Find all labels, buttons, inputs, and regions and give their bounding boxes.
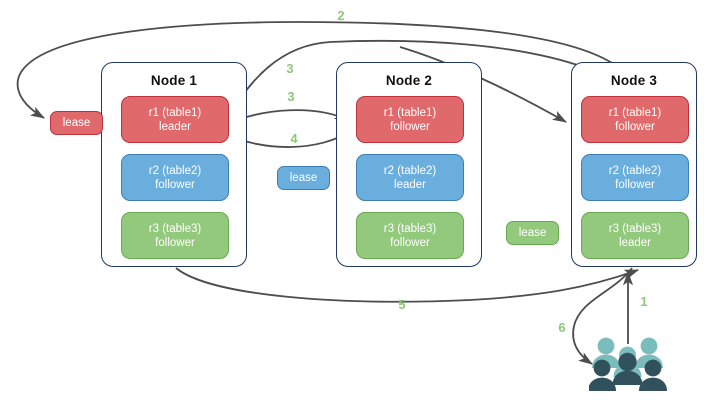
- users-front-row: [589, 352, 667, 391]
- replica-role: follower: [390, 236, 430, 249]
- replica-name: r3 (table3): [148, 222, 202, 235]
- lease-badge-red[interactable]: lease: [50, 111, 103, 135]
- node-title-2: Node 2: [385, 73, 433, 88]
- replica-name: r2 (table2): [608, 164, 662, 177]
- node-title-3: Node 3: [610, 73, 658, 88]
- replica-role: follower: [155, 236, 195, 249]
- replica-role: leader: [159, 120, 191, 133]
- lease-label: lease: [62, 117, 91, 129]
- replica-name: r2 (table2): [148, 164, 202, 177]
- replica-name: r1 (table1): [608, 106, 662, 119]
- node-container-2: Node 2 r1 (table1) follower r2 (table2) …: [336, 62, 482, 267]
- replica-node2-r1[interactable]: r1 (table1) follower: [356, 96, 464, 143]
- replica-node2-r2[interactable]: r2 (table2) leader: [356, 154, 464, 201]
- node-container-1: Node 1 r1 (table1) leader r2 (table2) fo…: [101, 62, 247, 267]
- replica-name: r2 (table2): [383, 164, 437, 177]
- step-label-3b: 3: [287, 89, 295, 104]
- lease-badge-green[interactable]: lease: [506, 221, 559, 245]
- replica-role: follower: [390, 120, 430, 133]
- replica-node1-r3[interactable]: r3 (table3) follower: [121, 212, 229, 259]
- replica-role: follower: [615, 120, 655, 133]
- replica-node3-r1[interactable]: r1 (table1) follower: [581, 96, 689, 143]
- replica-name: r1 (table1): [148, 106, 202, 119]
- step-label-4: 4: [290, 131, 298, 146]
- replica-node2-r3[interactable]: r3 (table3) follower: [356, 212, 464, 259]
- step-label-6: 6: [558, 320, 566, 335]
- replica-node3-r3[interactable]: r3 (table3) leader: [581, 212, 689, 259]
- replica-node3-r2[interactable]: r2 (table2) follower: [581, 154, 689, 201]
- step-label-5: 5: [398, 297, 406, 312]
- replica-name: r3 (table3): [383, 222, 437, 235]
- replica-node1-r1[interactable]: r1 (table1) leader: [121, 96, 229, 143]
- replica-role: follower: [155, 178, 195, 191]
- replica-role: leader: [619, 236, 651, 249]
- replica-name: r3 (table3): [608, 222, 662, 235]
- replica-role: follower: [615, 178, 655, 191]
- step-label-3a: 3: [286, 61, 294, 76]
- node-title-1: Node 1: [150, 73, 198, 88]
- lease-label: lease: [518, 227, 547, 239]
- replica-node1-r2[interactable]: r2 (table2) follower: [121, 154, 229, 201]
- node-container-3: Node 3 r1 (table1) follower r2 (table2) …: [571, 62, 697, 267]
- step-label-2: 2: [337, 8, 345, 23]
- replica-role: leader: [394, 178, 426, 191]
- lease-badge-blue[interactable]: lease: [277, 166, 330, 190]
- users-icon: [589, 337, 667, 391]
- replica-name: r1 (table1): [383, 106, 437, 119]
- lease-label: lease: [289, 172, 318, 184]
- step-label-1: 1: [640, 294, 648, 309]
